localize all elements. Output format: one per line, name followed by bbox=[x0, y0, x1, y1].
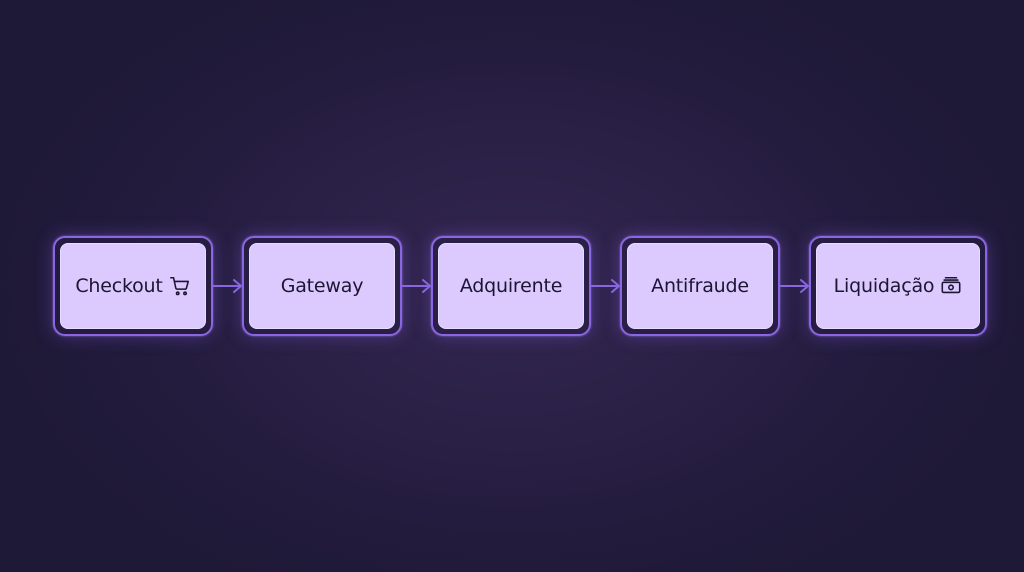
node-checkout-label: Checkout bbox=[75, 275, 163, 297]
node-adquirente-label: Adquirente bbox=[459, 275, 563, 297]
arrow-antifraude-to-liquidacao bbox=[780, 279, 809, 293]
node-adquirente: Adquirente bbox=[431, 236, 591, 336]
node-gateway-label: Gateway bbox=[280, 275, 364, 297]
arrow-adquirente-to-antifraude bbox=[591, 279, 620, 293]
arrow-checkout-to-gateway bbox=[213, 279, 242, 293]
node-antifraude: Antifraude bbox=[620, 236, 780, 336]
node-gateway: Gateway bbox=[242, 236, 402, 336]
node-liquidacao: Liquidação bbox=[809, 236, 987, 336]
node-gateway-body: Gateway bbox=[249, 243, 395, 329]
node-checkout: Checkout bbox=[53, 236, 213, 336]
node-liquidacao-body: Liquidação bbox=[816, 243, 980, 329]
node-adquirente-body: Adquirente bbox=[438, 243, 584, 329]
arrow-gateway-to-adquirente bbox=[402, 279, 431, 293]
shopping-cart-icon bbox=[169, 275, 191, 297]
banknote-icon bbox=[940, 275, 962, 297]
node-liquidacao-label: Liquidação bbox=[833, 275, 935, 297]
node-antifraude-body: Antifraude bbox=[627, 243, 773, 329]
node-checkout-body: Checkout bbox=[60, 243, 206, 329]
node-antifraude-label: Antifraude bbox=[651, 275, 749, 297]
